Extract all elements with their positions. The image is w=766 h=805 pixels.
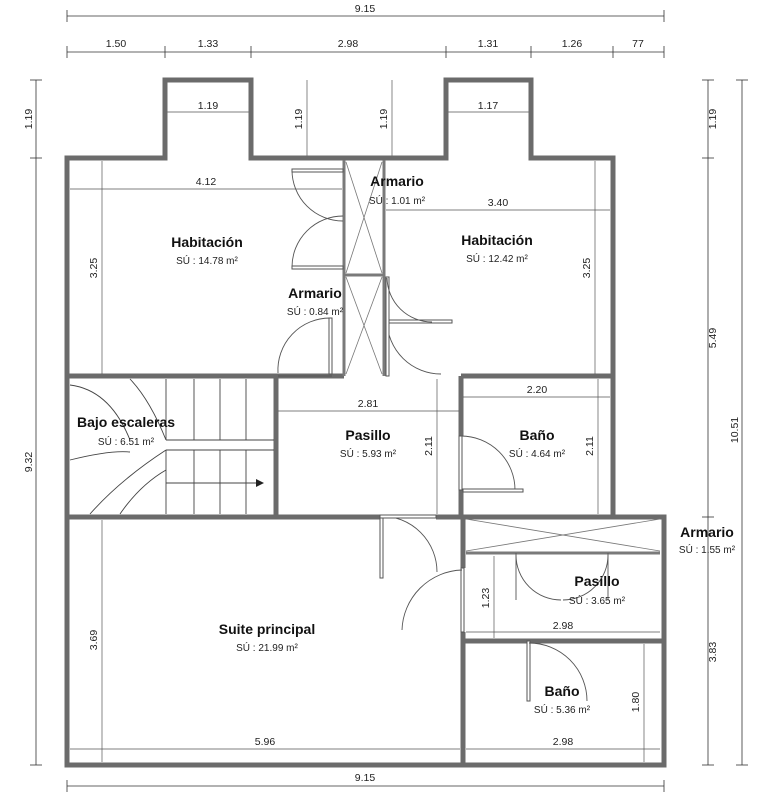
dim-pasillo2-width: 2.98 [553,620,574,632]
dim-right-top: 1.19 [707,109,719,130]
dim-room1-width: 4.12 [196,176,217,188]
dim-pasillo-width: 2.81 [358,398,379,410]
staircase [69,378,274,515]
room-name-bano-2: Baño [545,683,580,699]
room-name-armario-3: Armario [680,524,734,540]
dim-top-seg-2: 1.33 [198,38,219,50]
dim-room2-width: 3.40 [488,197,509,209]
left-dimensions: 1.19 9.32 [23,79,42,766]
room-area-bano-2: SÚ : 5.36 m² [534,703,591,716]
room-area-suite-principal: SÚ : 21.99 m² [236,641,298,654]
bay-dimensions: 1.19 1.17 1.19 1.19 [165,80,531,158]
dim-bano2-height: 1.80 [630,692,642,713]
room-area-armario-1: SÚ : 1.01 m² [369,194,426,207]
dim-top-seg-5: 1.26 [562,38,583,50]
room-area-pasillo-1: SÚ : 5.93 m² [340,447,397,460]
top-total-dimension: 9.15 [66,3,665,22]
doors [277,168,609,702]
room-area-bajo-escaleras: SÚ : 6.51 m² [98,435,155,448]
room-name-suite-principal: Suite principal [219,621,315,637]
room-name-bajo-escaleras: Bajo escaleras [77,414,175,430]
dim-left-top: 1.19 [23,109,35,130]
room-name-bano-1: Baño [520,427,555,443]
bottom-total-dimension: 9.15 [66,772,665,792]
right-dimensions: 1.19 5.49 3.83 10.51 [702,79,748,766]
dim-pasillo2-height: 1.23 [480,588,492,609]
room-area-habitacion-2: SÚ : 12.42 m² [466,252,528,265]
room-labels: Habitación SÚ : 14.78 m² Armario SÚ : 1.… [77,173,736,716]
dim-bano2-width: 2.98 [553,736,574,748]
room-dimension-lines: 4.12 3.25 3.40 3.25 2.81 2.11 2.20 2.11 … [70,161,660,762]
dim-top-seg-4: 1.31 [478,38,499,50]
dim-right-upper: 5.49 [707,328,719,349]
dim-bay-left-width: 1.19 [198,100,219,112]
room-area-pasillo-2: SÚ : 3.65 m² [569,594,626,607]
dim-bay-right-width: 1.17 [478,100,499,112]
dim-top-seg-3: 2.98 [338,38,359,50]
dim-suite-width: 5.96 [255,736,276,748]
dim-mid-depth-a: 1.19 [293,109,305,130]
dim-pasillo-height: 2.11 [423,436,435,456]
dim-room1-height: 3.25 [88,258,100,279]
closet-symbols [345,161,661,552]
dim-suite-height: 3.69 [88,630,100,651]
room-name-pasillo-1: Pasillo [345,427,390,443]
dim-top-total: 9.15 [355,3,376,15]
top-segment-dimension: 1.50 1.33 2.98 1.31 1.26 77 [66,38,665,58]
room-area-bano-1: SÚ : 4.64 m² [509,447,566,460]
dim-room2-height: 3.25 [581,258,593,279]
room-area-armario-3: SÚ : 1.55 m² [679,543,736,556]
dim-bano1-height: 2.11 [584,436,596,456]
dim-right-total: 10.51 [729,417,741,443]
dim-mid-depth-b: 1.19 [378,109,390,130]
interior-walls [67,160,664,765]
room-name-pasillo-2: Pasillo [574,573,619,589]
stair-arrow-icon [256,479,264,487]
dim-left-total: 9.32 [23,452,35,473]
dim-right-lower: 3.83 [707,642,719,663]
room-area-habitacion-1: SÚ : 14.78 m² [176,254,238,267]
exterior-wall [64,77,667,768]
dim-top-seg-6: 77 [632,38,644,50]
room-name-habitacion-2: Habitación [461,232,533,248]
dim-bottom-total: 9.15 [355,772,376,784]
dim-top-seg-1: 1.50 [106,38,127,50]
room-area-armario-2: SÚ : 0.84 m² [287,305,344,318]
dim-bano1-width: 2.20 [527,384,548,396]
room-name-habitacion-1: Habitación [171,234,243,250]
room-name-armario-1: Armario [370,173,424,189]
room-name-armario-2: Armario [288,285,342,301]
